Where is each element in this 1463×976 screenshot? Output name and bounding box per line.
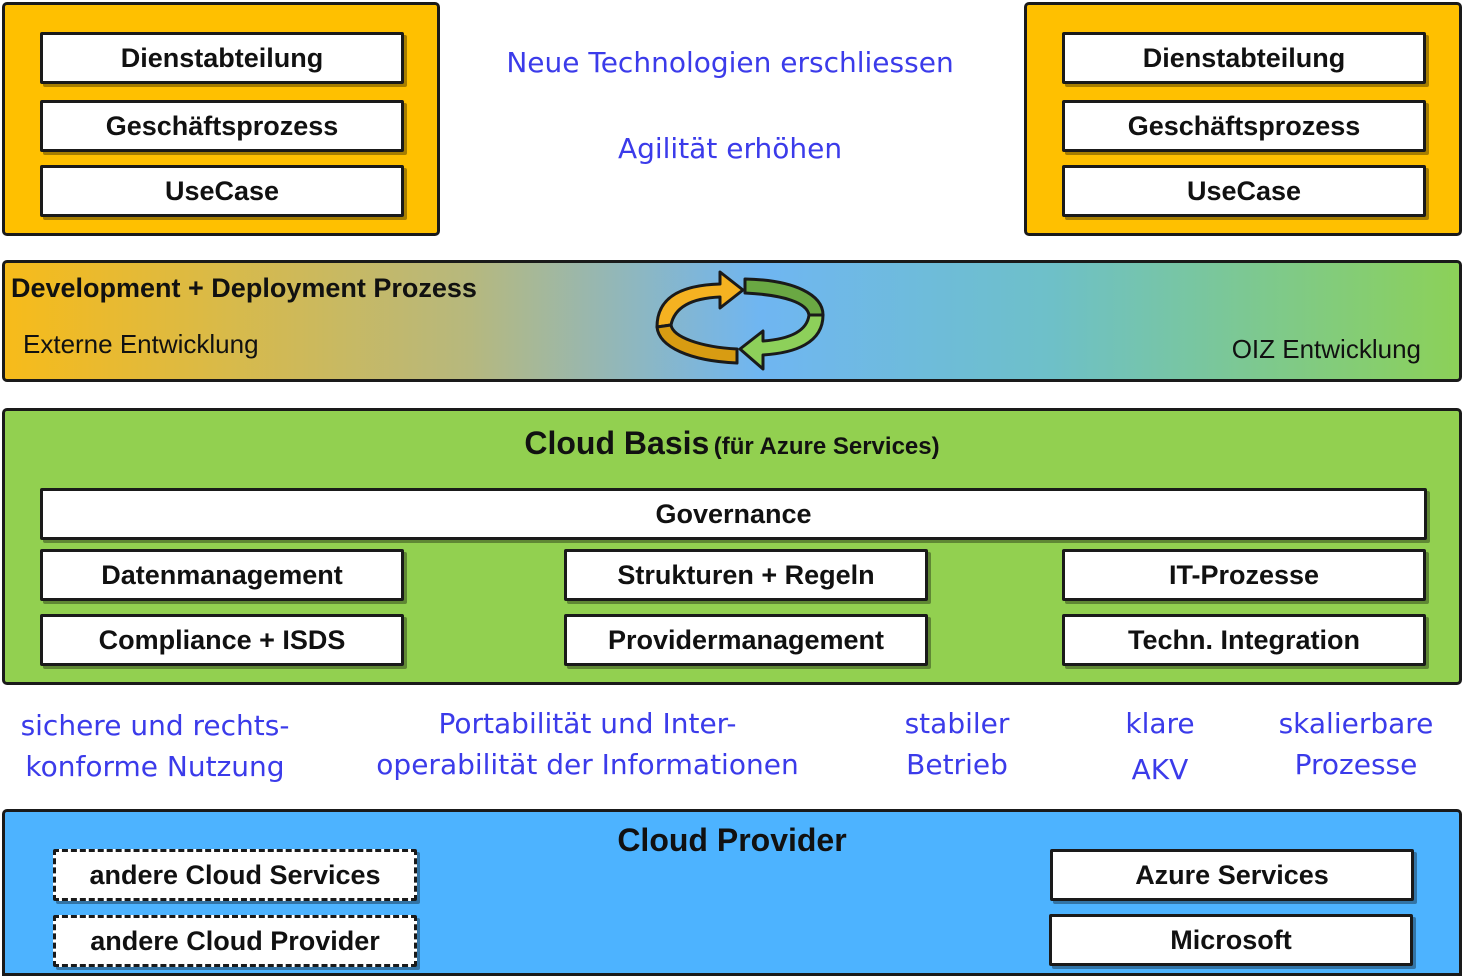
benefit-stable-operation: stabiler Betrieb: [887, 703, 1027, 785]
benefit-scalable-processes: skalierbare Prozesse: [1266, 703, 1446, 785]
geschaeftsprozess-box-left: Geschäftsprozess: [40, 100, 404, 152]
usecase-box-right: UseCase: [1062, 165, 1426, 217]
dev-deploy-title: Development + Deployment Prozess: [11, 273, 477, 303]
geschaeftsprozess-box-right: Geschäftsprozess: [1062, 100, 1426, 152]
external-development-label: Externe Entwicklung: [23, 329, 259, 359]
microsoft-box: Microsoft: [1049, 914, 1413, 966]
compliance-isds-box: Compliance + ISDS: [40, 614, 404, 666]
cycle-arrows-icon: [655, 270, 825, 371]
top-right-panel: Dienstabteilung Geschäftsprozess UseCase: [1024, 2, 1462, 236]
dev-deploy-band: Development + Deployment Prozess Externe…: [2, 260, 1462, 382]
benefit-secure-usage-line1: sichere und rechts-: [20, 709, 290, 742]
benefit-scalable-processes-line1: skalierbare: [1278, 707, 1434, 740]
dienstabteilung-box-right: Dienstabteilung: [1062, 32, 1426, 84]
dienstabteilung-box-left: Dienstabteilung: [40, 32, 404, 84]
cloud-basis-title: Cloud Basis: [524, 425, 710, 461]
benefit-clear-akv-line2: AKV: [1131, 753, 1189, 786]
it-prozesse-box: IT-Prozesse: [1062, 549, 1426, 601]
benefit-secure-usage-line2: konforme Nutzung: [25, 750, 285, 783]
azure-services-box: Azure Services: [1050, 849, 1414, 901]
providermanagement-box: Providermanagement: [564, 614, 928, 666]
benefit-portability-line2: operabilität der Informationen: [376, 748, 799, 781]
benefit-secure-usage: sichere und rechts- konforme Nutzung: [10, 705, 300, 787]
benefit-clear-akv: klare AKV: [1100, 701, 1220, 793]
cloud-provider-title: Cloud Provider: [617, 822, 847, 858]
datenmanagement-box: Datenmanagement: [40, 549, 404, 601]
strukturen-regeln-box: Strukturen + Regeln: [564, 549, 928, 601]
goal-new-technologies: Neue Technologien erschliessen: [506, 46, 954, 79]
cloud-basis-panel: Cloud Basis (für Azure Services) Governa…: [2, 408, 1462, 685]
goal-agility: Agilität erhöhen: [617, 132, 843, 165]
cloud-basis-subtitle: (für Azure Services): [713, 433, 940, 460]
governance-box: Governance: [40, 488, 1427, 540]
top-left-panel: Dienstabteilung Geschäftsprozess UseCase: [2, 2, 440, 236]
other-cloud-services-box: andere Cloud Services: [53, 849, 417, 901]
techn-integration-box: Techn. Integration: [1062, 614, 1426, 666]
benefit-clear-akv-line1: klare: [1125, 707, 1195, 740]
benefit-portability: Portabilität und Inter- operabilität der…: [360, 703, 815, 785]
cloud-basis-heading: Cloud Basis (für Azure Services): [5, 425, 1459, 462]
benefit-scalable-processes-line2: Prozesse: [1294, 748, 1418, 781]
benefit-stable-operation-line2: Betrieb: [906, 748, 1008, 781]
usecase-box-left: UseCase: [40, 165, 404, 217]
other-cloud-provider-box: andere Cloud Provider: [53, 915, 417, 967]
oiz-development-label: OIZ Entwicklung: [1231, 334, 1421, 364]
benefit-stable-operation-line1: stabiler: [904, 707, 1010, 740]
cloud-provider-panel: Cloud Provider andere Cloud Services and…: [2, 809, 1462, 976]
benefit-portability-line1: Portabilität und Inter-: [438, 707, 737, 740]
